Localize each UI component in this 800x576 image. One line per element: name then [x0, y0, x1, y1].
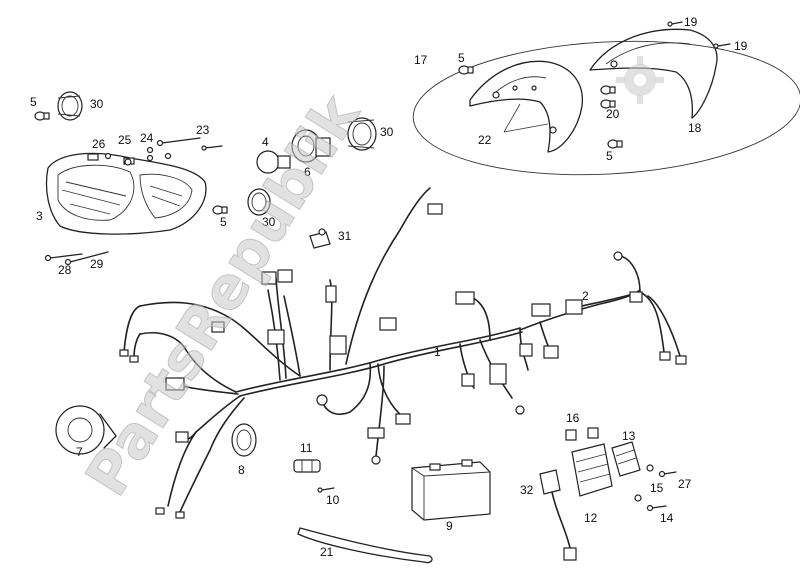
gear-icon [616, 56, 664, 104]
callout-label: 28 [58, 263, 72, 277]
callout-label: 27 [678, 477, 692, 491]
callout-label: 19 [684, 15, 698, 29]
fuse [293, 459, 321, 473]
callout-label: 14 [660, 511, 674, 525]
callout-label: 7 [76, 445, 83, 459]
callout-label: 18 [688, 121, 702, 135]
callout-label: 5 [458, 51, 465, 65]
screw-set [104, 137, 223, 166]
callout-label: 5 [30, 95, 37, 109]
relay-connector [539, 469, 577, 561]
hardware-screws [634, 464, 677, 512]
callout-label: 25 [118, 133, 132, 147]
callout-label: 5 [220, 215, 227, 229]
callout-label: 15 [650, 481, 664, 495]
strap [297, 527, 433, 564]
horn [55, 405, 117, 455]
callout-label: 10 [326, 493, 340, 507]
callout-label: 26 [92, 137, 106, 151]
callout-label: 4 [262, 135, 269, 149]
callout-label: 30 [90, 97, 104, 111]
callout-label: 30 [380, 125, 394, 139]
headlight-bulb [256, 150, 291, 174]
battery [411, 459, 491, 521]
bulb-socket [291, 129, 331, 163]
callout-label: 31 [338, 229, 352, 243]
callout-label: 23 [196, 123, 210, 137]
fuse-screw [317, 487, 335, 493]
relay [611, 441, 641, 477]
dashboard-group [412, 21, 800, 176]
harness-clamp [231, 423, 257, 457]
mount-screws [44, 251, 109, 266]
callout-label: 29 [90, 257, 104, 271]
callout-label: 24 [140, 131, 154, 145]
callout-label: 12 [584, 511, 598, 525]
callout-label: 6 [304, 165, 311, 179]
callout-label: 2 [582, 289, 589, 303]
callout-label: 16 [566, 411, 580, 425]
callout-label: 17 [414, 53, 428, 67]
bulb-socket-ring [57, 91, 83, 121]
callout-label: 8 [238, 463, 245, 477]
headlight-housing [45, 152, 207, 235]
socket-ring-large [347, 117, 377, 151]
socket-ring-small [247, 188, 271, 216]
secondary-harness [565, 251, 687, 365]
main-wiring-harness [119, 187, 641, 519]
callout-label: 5 [606, 149, 613, 163]
callout-label: 11 [300, 441, 313, 455]
voltage-regulator [565, 427, 613, 497]
callout-label: 22 [478, 133, 492, 147]
callout-label: 19 [734, 39, 748, 53]
stop-switch [309, 228, 331, 249]
callout-labels: 1 2 3 4 5 5 5 5 6 7 8 9 10 11 12 13 14 1… [30, 15, 748, 559]
bulb-icon [212, 205, 228, 215]
callout-label: 32 [520, 483, 534, 497]
callout-label: 21 [320, 545, 334, 559]
callout-label: 9 [446, 519, 453, 533]
callout-label: 30 [262, 215, 276, 229]
callout-label: 3 [36, 209, 43, 223]
callout-label: 20 [606, 107, 620, 121]
bulb-icon [34, 111, 50, 121]
callout-label: 1 [434, 345, 441, 359]
callout-label: 13 [622, 429, 636, 443]
